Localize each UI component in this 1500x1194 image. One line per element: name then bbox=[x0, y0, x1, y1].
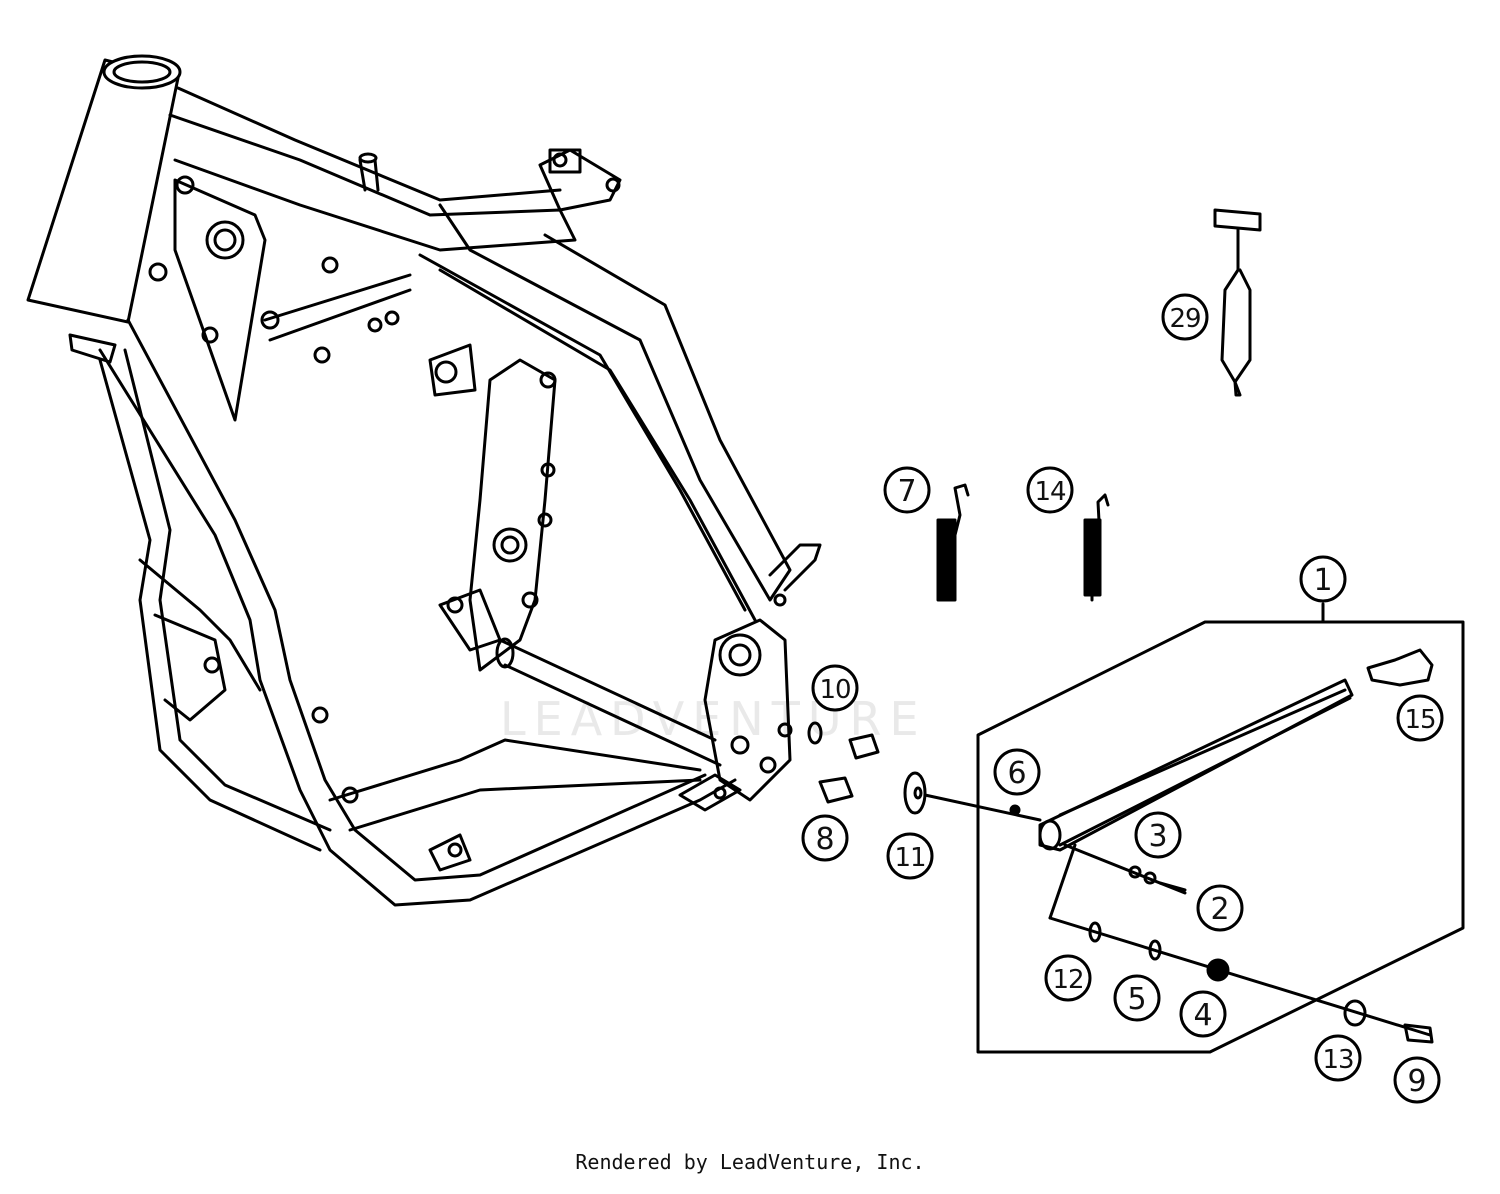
callout-4: 4 bbox=[1179, 990, 1227, 1038]
callout-5: 5 bbox=[1113, 974, 1161, 1022]
callout-6-label: 6 bbox=[1007, 756, 1026, 791]
callout-7: 7 bbox=[883, 466, 931, 514]
footer-credit: Rendered by LeadVenture, Inc. bbox=[575, 1150, 925, 1174]
callout-9: 9 bbox=[1393, 1056, 1441, 1104]
callout-15-label: 15 bbox=[1404, 705, 1435, 735]
bolt-part-8 bbox=[818, 776, 854, 804]
tool-part-29 bbox=[1213, 208, 1262, 232]
callout-10-label: 10 bbox=[819, 675, 850, 705]
callout-3-label: 3 bbox=[1148, 819, 1167, 854]
callout-1-label: 1 bbox=[1313, 563, 1332, 598]
callout-7-label: 7 bbox=[897, 474, 916, 509]
callout-11: 11 bbox=[886, 832, 934, 880]
callout-11-label: 11 bbox=[894, 843, 925, 873]
nut-part-4 bbox=[1206, 958, 1230, 982]
callout-14-label: 14 bbox=[1034, 477, 1066, 507]
callout-14: 14 bbox=[1026, 466, 1074, 514]
side-stand-leg bbox=[1038, 678, 1354, 852]
callout-12-label: 12 bbox=[1052, 965, 1083, 995]
callout-5-label: 5 bbox=[1127, 982, 1146, 1017]
callout-4-label: 4 bbox=[1193, 998, 1212, 1033]
bolt-part-top bbox=[848, 733, 880, 760]
washer-part-10 bbox=[807, 721, 823, 745]
washer-part-11 bbox=[903, 771, 927, 815]
callout-6: 6 bbox=[993, 748, 1041, 796]
callout-12: 12 bbox=[1044, 954, 1092, 1002]
callout-29: 29 bbox=[1161, 293, 1209, 341]
callout-2-label: 2 bbox=[1210, 892, 1229, 927]
callout-8: 8 bbox=[801, 814, 849, 862]
callout-1: 1 bbox=[1299, 555, 1347, 603]
callout-15: 15 bbox=[1396, 694, 1444, 742]
callout-8-label: 8 bbox=[815, 822, 834, 857]
frame-illustration bbox=[26, 54, 822, 907]
pad-part-15 bbox=[1366, 648, 1434, 687]
parts-illustration bbox=[807, 208, 1465, 1054]
callout-13: 13 bbox=[1314, 1034, 1362, 1082]
callout-3: 3 bbox=[1134, 811, 1182, 859]
assembly-box-part-1 bbox=[976, 620, 1465, 1054]
bolt-part-9 bbox=[1403, 1023, 1434, 1044]
callout-2: 2 bbox=[1196, 884, 1244, 932]
callout-13-label: 13 bbox=[1322, 1045, 1353, 1075]
callout-9-label: 9 bbox=[1407, 1064, 1426, 1099]
callouts: 1 2 3 4 5 6 7 8 bbox=[801, 293, 1444, 1104]
callout-29-label: 29 bbox=[1169, 304, 1200, 334]
nut-part-13 bbox=[1343, 999, 1367, 1027]
callout-10: 10 bbox=[811, 664, 859, 712]
